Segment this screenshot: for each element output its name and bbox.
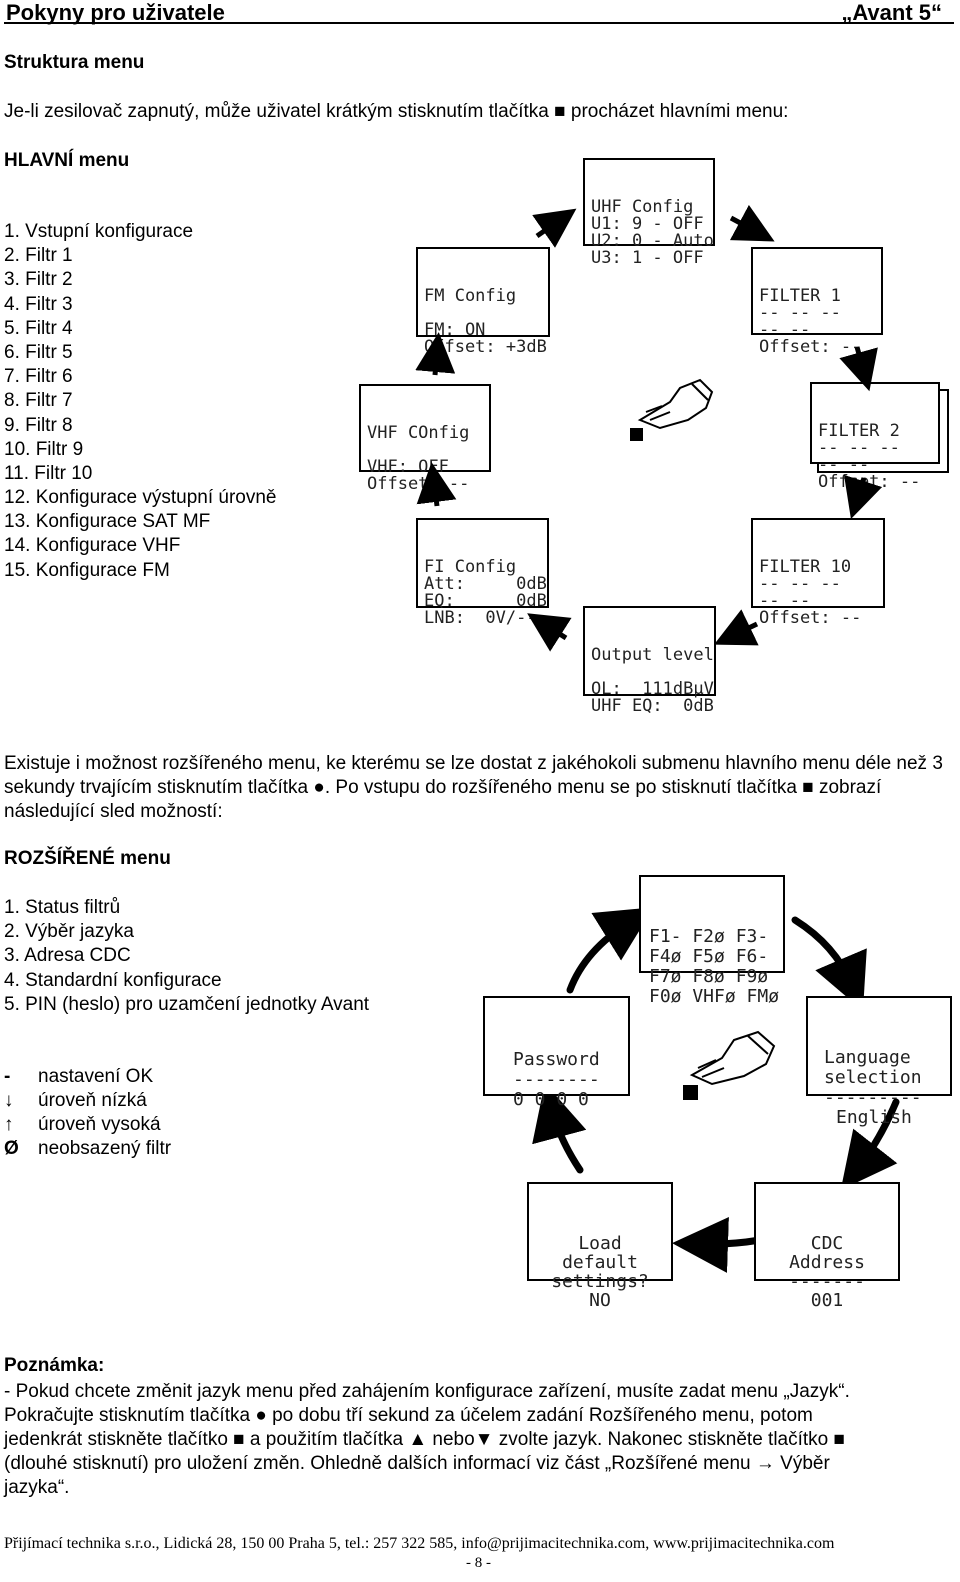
legend-item: -nastavení OK — [4, 1066, 154, 1087]
header-title: Pokyny pro uživatele — [6, 0, 225, 25]
header-product: „Avant 5“ — [841, 0, 942, 25]
legend-item: ↓úroveň nízká — [4, 1090, 147, 1111]
extended-intro-text: Existuje i možnost rozšířeného menu, ke … — [4, 753, 943, 822]
list-item: 5. Filtr 4 — [4, 317, 73, 339]
arrow-icon — [416, 462, 457, 507]
button-square-icon — [683, 1085, 698, 1100]
arrow-icon — [844, 474, 883, 520]
arrow-icon — [672, 1216, 764, 1273]
list-item: 4. Filtr 3 — [4, 293, 73, 315]
note-line: (dlouhé stisknutí) pro uložení změn. Ohl… — [4, 1453, 830, 1474]
extended-menu-title: ROZŠÍŘENÉ menu — [4, 848, 171, 869]
legend-item: ↑úroveň vysoká — [4, 1114, 161, 1135]
lcd-filter-10: FILTER 10-- -- ---- --Offset: -- — [751, 518, 885, 627]
list-item: 11. Filtr 10 — [4, 462, 93, 484]
page-number: - 8 - — [466, 1555, 491, 1571]
arrow-icon — [532, 1082, 587, 1174]
note-line: jazyka“. — [4, 1477, 70, 1498]
main-menu-list: 1. Vstupní konfigurace 2. Filtr 1 3. Fil… — [4, 220, 277, 583]
list-item: 1. Status filtrů — [4, 897, 121, 918]
list-item: 6. Filtr 5 — [4, 341, 73, 363]
list-item: 4. Standardní konfigurace — [4, 969, 222, 991]
note-line: Pokračujte stisknutím tlačítka ● po dobu… — [4, 1405, 813, 1426]
list-item: 13. Konfigurace SAT MF — [4, 511, 211, 533]
note-title: Poznámka: — [4, 1355, 105, 1376]
arrow-icon — [415, 332, 456, 376]
list-item: 14. Konfigurace VHF — [4, 535, 181, 557]
button-square-icon — [630, 428, 643, 441]
main-menu-title: HLAVNÍ menu — [4, 150, 130, 171]
list-item: 8. Filtr 7 — [4, 390, 73, 412]
pointing-hand-icon — [637, 378, 714, 430]
intro-text: Je-li zesilovač zapnutý, může uživatel k… — [4, 101, 789, 122]
list-item: 5. PIN (heslo) pro uzamčení jednotky Ava… — [4, 993, 370, 1015]
list-item: 1. Vstupní konfigurace — [4, 221, 194, 242]
extended-menu-list: 1. Status filtrů 2. Výběr jazyka 3. Adre… — [4, 896, 369, 1017]
list-item: 15. Konfigurace FM — [4, 559, 170, 581]
arrow-icon — [713, 609, 759, 646]
page-footer: Přijímací technika s.r.o., Lidická 28, 1… — [4, 1535, 835, 1552]
list-item: 3. Filtr 2 — [4, 269, 73, 291]
pointing-hand-icon — [689, 1030, 776, 1086]
list-item: 2. Výběr jazyka — [4, 921, 134, 943]
note-line: jedenkrát stiskněte tlačítko ■ a použití… — [4, 1429, 845, 1450]
arrow-icon — [791, 916, 867, 1011]
arrow-icon — [729, 204, 775, 242]
arrow-icon — [566, 907, 654, 994]
list-item: 7. Filtr 6 — [4, 366, 73, 388]
list-item: 3. Adresa CDC — [4, 945, 131, 967]
lcd-password: Password--------0 0 0 0 — [483, 996, 630, 1110]
status-legend: -nastavení OK ↓úroveň nízká ↑úroveň vyso… — [4, 1065, 171, 1161]
list-item: 12. Konfigurace výstupní úrovně — [4, 487, 277, 509]
arrow-icon — [840, 1098, 900, 1191]
note-line: - Pokud chcete změnit jazyk menu před za… — [4, 1381, 850, 1402]
lcd-filter-1: FILTER 1-- -- ---- --Offset: -- — [751, 247, 883, 356]
list-item: 2. Filtr 1 — [4, 245, 73, 267]
list-item: 10. Filtr 9 — [4, 438, 84, 460]
arrow-icon — [532, 208, 577, 248]
page-header: Pokyny pro uživatele „Avant 5“ — [4, 0, 954, 25]
list-item: 9. Filtr 8 — [4, 414, 73, 436]
arrow-icon — [527, 613, 572, 652]
section-title: Struktura menu — [4, 52, 145, 73]
note-body: - Pokud chcete změnit jazyk menu před za… — [4, 1380, 850, 1500]
arrow-icon — [839, 346, 878, 392]
